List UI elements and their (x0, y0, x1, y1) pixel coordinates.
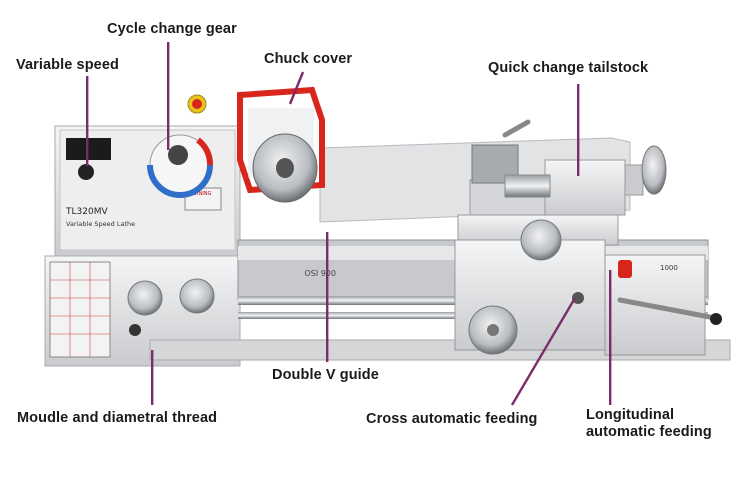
bed-mark-text: 006 ISO (304, 268, 336, 277)
label-cycle-change-gear: Cycle change gear (107, 21, 237, 37)
label-chuck-cover: Chuck cover (264, 51, 353, 67)
thread-chart (49, 261, 111, 358)
label-quick-change-tailstock: Quick change tailstock (488, 60, 649, 76)
gearbox-small-knob (129, 324, 141, 336)
cross-feed-knob (572, 292, 584, 304)
leader-variable-speed (86, 76, 89, 166)
label-longitudinal-automatic-feeding: Longitudinal automatic feeding (586, 407, 712, 441)
chuck-cover-red (237, 86, 325, 194)
leader-moudle-diametral-thread (151, 350, 154, 405)
leader-cycle-change-gear (167, 42, 170, 150)
label-longitudinal-line2: automatic feeding (586, 424, 712, 440)
display-window (66, 138, 111, 160)
cycle-dial-knob (168, 145, 188, 165)
cycle-dial-red-mark (196, 137, 213, 166)
feed-knob-right (179, 278, 215, 314)
warning-text: WARNING (187, 191, 212, 197)
emergency-stop-button (192, 99, 202, 109)
feed-lever (617, 297, 718, 321)
leader-longitudinal-automatic-feeding (609, 270, 612, 405)
half-nut-lever-red (618, 260, 632, 278)
chuck-center (276, 158, 294, 178)
tailstock-handwheel (641, 145, 667, 195)
tool-post-handle (502, 119, 531, 138)
leader-cross-automatic-feeding (510, 297, 577, 406)
cross-slide-handwheel (520, 219, 562, 261)
cycle-dial-blue-ring (147, 164, 213, 198)
label-variable-speed: Variable speed (16, 57, 119, 73)
tailstock-quill (504, 174, 551, 198)
feed-lever-knob (710, 313, 722, 325)
label-cross-automatic-feeding: Cross automatic feeding (366, 411, 538, 427)
tailstock-barrel (624, 164, 644, 196)
leader-double-v-guide (326, 232, 329, 362)
tailstock-body (544, 159, 626, 216)
label-longitudinal-line1: Longitudinal (586, 407, 675, 423)
label-double-v-guide: Double V guide (272, 367, 379, 383)
feed-knob-left (127, 280, 163, 316)
label-moudle-diametral-thread: Moudle and diametral thread (17, 410, 218, 426)
scale-text: 1000 (660, 264, 678, 272)
carriage-handwheel-hub (487, 324, 499, 336)
leader-quick-change-tailstock (577, 84, 580, 176)
leader-chuck-cover (288, 71, 305, 105)
machine-subtitle-text: Variable Speed Lathe (66, 220, 135, 228)
variable-speed-knob (78, 164, 94, 180)
machine-model-text: TL320MV (65, 207, 108, 217)
